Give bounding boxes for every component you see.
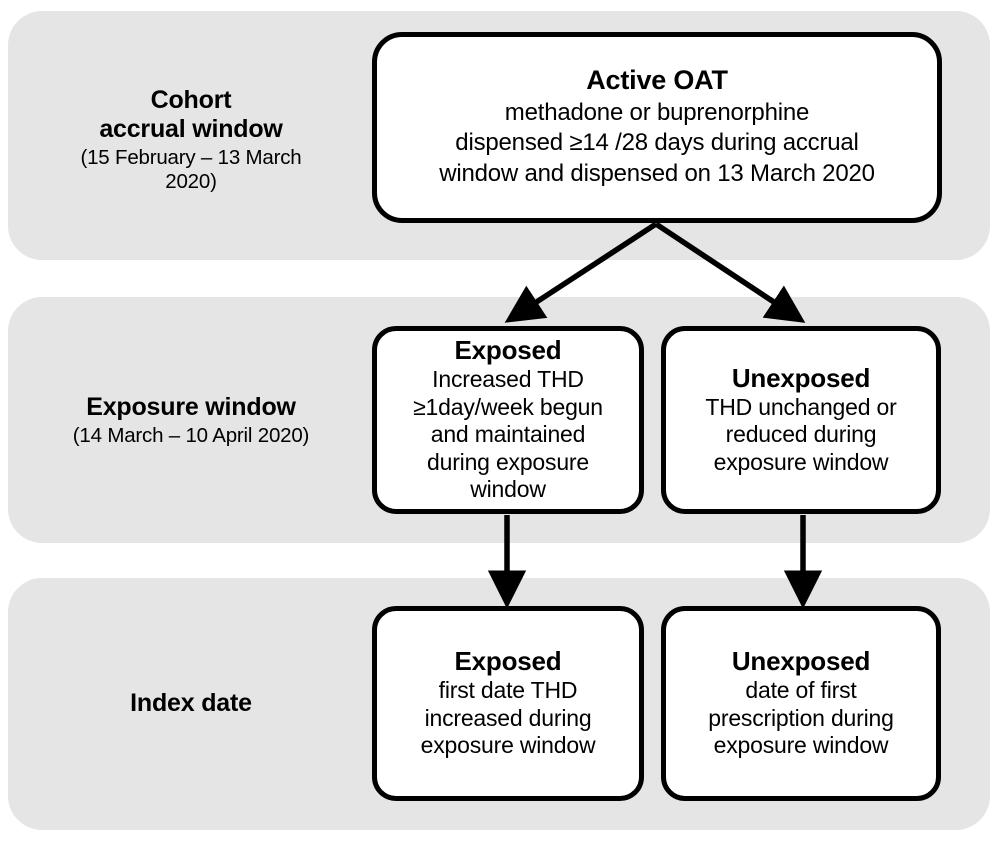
node-exposure-exposed: Exposed Increased THD ≥1day/week begun a… [372, 326, 644, 514]
node-exposure-unexposed-title: Unexposed [731, 362, 871, 393]
node-index-unexposed-body: date of first prescription during exposu… [708, 677, 894, 759]
node-exposure-exposed-title: Exposed [454, 334, 562, 365]
node-exposure-unexposed-body: THD unchanged or reduced during exposure… [705, 393, 897, 475]
row-label-exposure-window: Exposure window (14 March – 10 April 202… [12, 393, 370, 448]
node-index-unexposed-title: Unexposed [731, 646, 871, 677]
node-exposure-exposed-body: Increased THD ≥1day/week begun and maint… [413, 366, 603, 503]
row-label-exposure-window-main: Exposure window [86, 393, 296, 421]
row-label-exposure-window-sub: (14 March – 10 April 2020) [72, 424, 310, 447]
row-label-cohort-accrual-sub2: 2020) [165, 169, 217, 193]
node-active-oat-title: Active OAT [586, 65, 728, 96]
row-label-index-date: Index date [12, 689, 370, 718]
node-active-oat-body: methadone or buprenorphine dispensed ≥14… [439, 98, 875, 187]
row-label-cohort-accrual-line1: Cohort [150, 86, 232, 114]
node-index-unexposed: Unexposed date of first prescription dur… [661, 606, 941, 801]
row-label-cohort-accrual-line2: accrual window [99, 115, 283, 143]
row-label-cohort-accrual-sub1: (15 February – 13 March [80, 146, 302, 169]
node-index-exposed: Exposed first date THD increased during … [372, 606, 644, 801]
node-index-exposed-body: first date THD increased during exposure… [420, 677, 596, 759]
node-index-exposed-title: Exposed [454, 646, 562, 677]
node-active-oat: Active OAT methadone or buprenorphine di… [372, 32, 942, 223]
node-exposure-unexposed: Unexposed THD unchanged or reduced durin… [661, 326, 941, 514]
row-label-cohort-accrual: Cohort accrual window (15 February – 13 … [12, 86, 370, 194]
row-label-index-date-main: Index date [130, 689, 252, 717]
